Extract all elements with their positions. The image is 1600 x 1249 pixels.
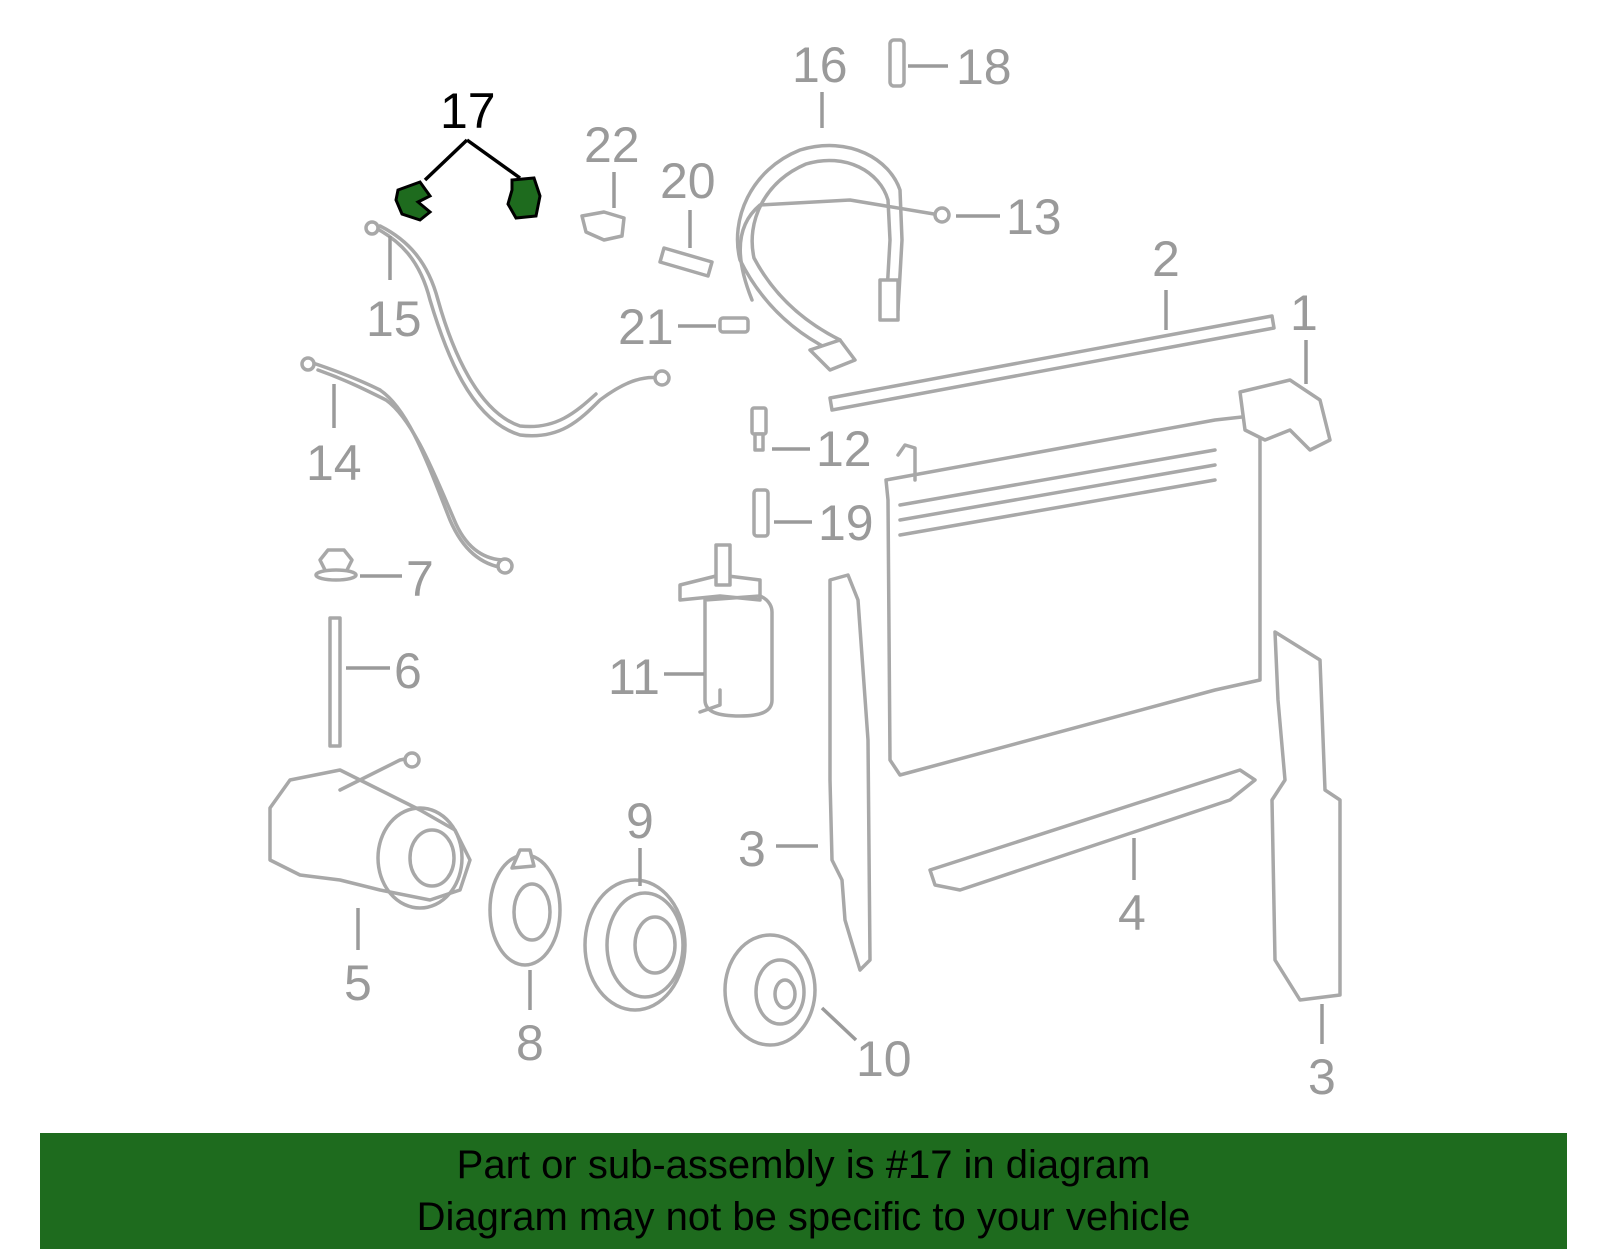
banner-line-2: Diagram may not be specific to your vehi…	[416, 1195, 1191, 1239]
callout-3-right: 3	[1308, 1004, 1336, 1105]
callout-12: 12	[772, 421, 872, 477]
callout-16-label: 16	[792, 37, 848, 93]
callout-13-label: 13	[1006, 189, 1062, 245]
part-17-clip-right[interactable]	[506, 176, 542, 220]
banner-line-1: Part or sub-assembly is #17 in diagram	[456, 1143, 1151, 1187]
callout-11-label: 11	[608, 649, 660, 705]
part-15-suction-hose[interactable]	[364, 220, 671, 438]
callout-3-right-label: 3	[1308, 1049, 1336, 1105]
callout-9: 9	[626, 793, 654, 886]
part-21-fitting[interactable]	[718, 316, 750, 334]
part-2-seal[interactable]	[828, 314, 1276, 412]
callout-3-left-label: 3	[738, 821, 766, 877]
callout-20-label: 20	[660, 153, 716, 209]
callout-2: 2	[1152, 231, 1180, 330]
part-19-service-valve[interactable]	[752, 488, 770, 538]
callout-19-label: 19	[818, 495, 874, 551]
part-20-fitting[interactable]	[658, 246, 714, 278]
part-12-pressure-switch[interactable]	[750, 406, 768, 452]
callout-16: 16	[792, 37, 848, 128]
callout-18: 18	[908, 39, 1012, 95]
part-11-accumulator[interactable]	[678, 543, 774, 718]
callout-8-label: 8	[516, 1015, 544, 1071]
callout-7: 7	[360, 551, 434, 607]
callout-21-label: 21	[618, 299, 674, 355]
part-5-compressor[interactable]	[268, 751, 472, 910]
part-8-field-coil[interactable]	[488, 848, 562, 967]
callout-2-label: 2	[1152, 231, 1180, 287]
callout-1: 1	[1290, 285, 1318, 384]
callout-6: 6	[346, 643, 422, 699]
callout-20: 20	[660, 153, 716, 248]
callout-10-label: 10	[856, 1031, 912, 1087]
callout-18-label: 18	[956, 39, 1012, 95]
callout-15-label: 15	[366, 291, 422, 347]
part-16-liquid-line[interactable]	[735, 143, 951, 372]
callout-14: 14	[306, 384, 362, 491]
part-1-condenser[interactable]	[884, 378, 1332, 777]
part-6-stud[interactable]	[328, 616, 342, 748]
part-14-pressure-hose[interactable]	[300, 356, 514, 575]
callout-22: 22	[584, 117, 640, 208]
callout-5: 5	[344, 908, 372, 1011]
callout-12-label: 12	[816, 421, 872, 477]
part-4-lower-seal[interactable]	[928, 768, 1257, 892]
callout-21: 21	[618, 299, 716, 355]
info-banner: Part or sub-assembly is #17 in diagram D…	[40, 1133, 1567, 1249]
callout-11: 11	[608, 649, 704, 705]
part-3-bracket-left[interactable]	[828, 573, 872, 972]
part-7-nut[interactable]	[314, 548, 358, 582]
part-3-bracket-right[interactable]	[1270, 630, 1342, 1002]
callout-15: 15	[366, 236, 422, 347]
callout-4-label: 4	[1118, 885, 1146, 941]
callout-5-label: 5	[344, 955, 372, 1011]
part-10-clutch-hub[interactable]	[723, 933, 817, 1047]
part-9-pulley[interactable]	[583, 878, 687, 1012]
callout-6-label: 6	[394, 643, 422, 699]
callout-1-label: 1	[1290, 285, 1318, 341]
callout-17-label: 17	[440, 83, 496, 139]
callout-14-label: 14	[306, 435, 362, 491]
callout-7-label: 7	[406, 551, 434, 607]
callout-9-label: 9	[626, 793, 654, 849]
callout-22-label: 22	[584, 117, 640, 173]
callout-19: 19	[774, 495, 874, 551]
part-17-clip-left[interactable]	[394, 180, 433, 222]
callout-4: 4	[1118, 838, 1146, 941]
part-22-switch[interactable]	[580, 210, 626, 242]
callout-10: 10	[820, 1006, 912, 1087]
callout-17: 17	[423, 83, 522, 182]
callout-3-left: 3	[738, 821, 818, 877]
part-18-valve-core[interactable]	[888, 38, 906, 88]
callout-8: 8	[516, 970, 544, 1071]
callout-13: 13	[956, 189, 1062, 245]
